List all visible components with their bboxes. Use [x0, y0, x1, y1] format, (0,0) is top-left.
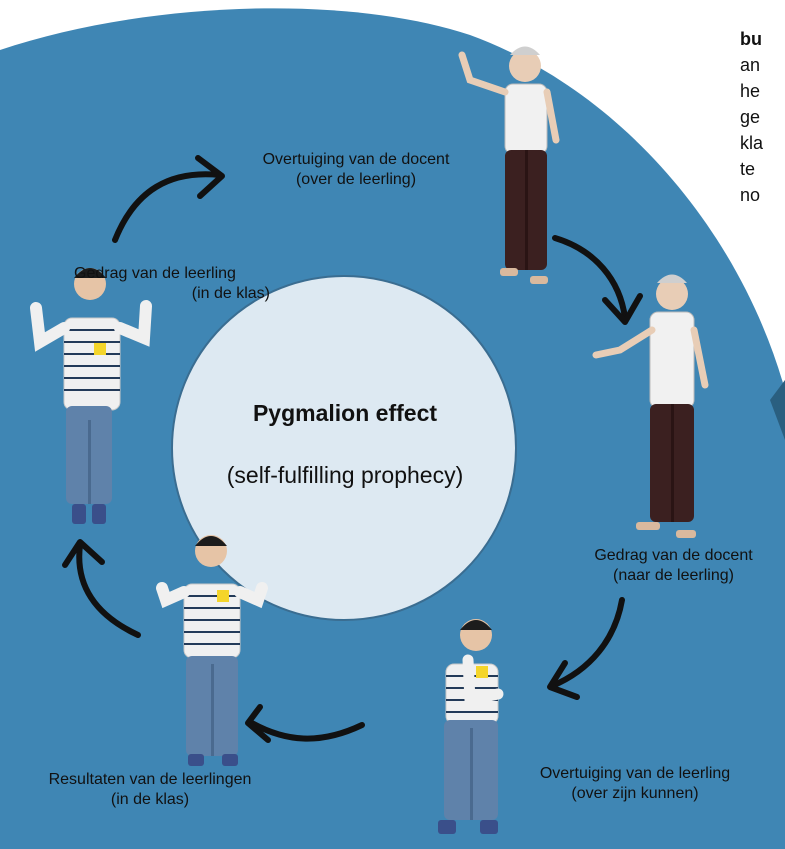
- label-student-belief: Overtuiging van de leerling (over zijn k…: [539, 765, 731, 802]
- label-student-results: Resultaten van de leerlingen (in de klas…: [48, 771, 252, 808]
- arrow-2-head: [602, 293, 643, 325]
- teacher-figure-1: [458, 46, 560, 284]
- label-teacher-belief: Overtuiging van de docent (over de leerl…: [262, 151, 450, 188]
- center-title: Pygmalion effect: [252, 400, 438, 426]
- arrow-2: [552, 235, 628, 321]
- arrow-1: [112, 171, 223, 243]
- arrow-3-head: [547, 660, 580, 700]
- center-subtitle: (self-fulfilling prophecy): [226, 462, 464, 488]
- boy-figure-3: [438, 619, 504, 834]
- arrow-4-head: [245, 704, 271, 743]
- arrow-3: [549, 597, 625, 689]
- side-text: bu an he ge kla te no: [740, 29, 764, 205]
- label-teacher-behavior: Gedrag van de docent (naar de leerling): [594, 547, 753, 584]
- boy-figure-2: [156, 535, 268, 766]
- arrow-5: [76, 542, 141, 638]
- boy-figure-1: [30, 268, 152, 524]
- accent-wedge: [770, 380, 785, 440]
- arrow-1-head: [195, 155, 225, 199]
- arrow-4: [247, 719, 365, 742]
- arrow-5-head: [62, 539, 105, 568]
- label-student-behavior: Gedrag van de leerling (in de klas): [74, 265, 270, 302]
- center-circle: [171, 275, 517, 621]
- teacher-figure-2: [592, 274, 709, 538]
